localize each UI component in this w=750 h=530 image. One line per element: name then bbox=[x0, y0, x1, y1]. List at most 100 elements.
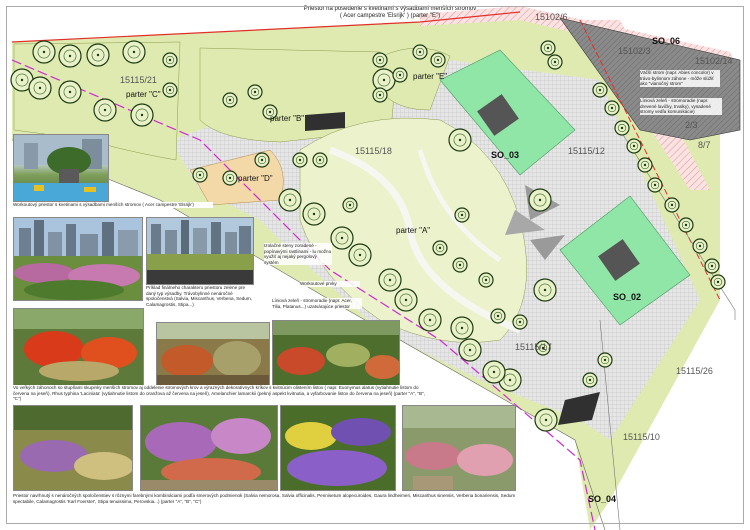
curb-line bbox=[11, 139, 606, 530]
tree-canopy-ring bbox=[91, 48, 105, 62]
tree-canopy-ring bbox=[543, 43, 553, 53]
tree-trunk-dot bbox=[553, 60, 557, 64]
tree-trunk-dot bbox=[298, 158, 302, 162]
tree-trunk-dot bbox=[168, 58, 172, 62]
photo-workout-space bbox=[13, 134, 109, 202]
tree-trunk-dot bbox=[546, 46, 550, 50]
tree-canopy-ring bbox=[640, 160, 650, 170]
tree-trunk-dot bbox=[496, 314, 500, 318]
tree-canopy-ring bbox=[493, 311, 503, 321]
tree-canopy-ring bbox=[667, 200, 677, 210]
tree-trunk-dot bbox=[20, 78, 24, 82]
header-note: Priestor na posedenie s kvetinami s výsa… bbox=[260, 6, 520, 20]
parcel-label: 15115/17 bbox=[515, 342, 552, 352]
tree-trunk-dot bbox=[228, 98, 232, 102]
tree-trunk-dot bbox=[710, 264, 714, 268]
tree-trunk-dot bbox=[318, 158, 322, 162]
so03-core bbox=[477, 94, 519, 136]
tree-canopy-ring bbox=[165, 85, 175, 95]
tree-trunk-dot bbox=[398, 73, 402, 77]
tree-canopy-ring bbox=[539, 413, 553, 427]
tree-trunk-dot bbox=[603, 358, 607, 362]
tree-trunk-dot bbox=[684, 223, 688, 227]
tree-canopy-ring bbox=[250, 87, 260, 97]
tree-trunk-dot bbox=[312, 212, 316, 216]
parter-d-label: parter "D" bbox=[238, 174, 273, 183]
tree-canopy-ring bbox=[600, 355, 610, 365]
tree-canopy-ring bbox=[463, 343, 477, 357]
tree-trunk-dot bbox=[538, 198, 542, 202]
tree-canopy-ring bbox=[335, 231, 349, 245]
tree-trunk-dot bbox=[96, 53, 100, 57]
tree-trunk-dot bbox=[418, 50, 422, 54]
tree-canopy-ring bbox=[503, 373, 517, 387]
caption-photo-3: Príklad finálneho charakteru priestoru z… bbox=[146, 285, 256, 308]
tree-canopy-ring bbox=[307, 207, 321, 221]
tree-trunk-dot bbox=[468, 348, 472, 352]
tree-canopy-ring bbox=[487, 365, 501, 379]
parter-c-label: parter "C" bbox=[126, 90, 161, 99]
tree-canopy-ring bbox=[423, 313, 437, 327]
shade-sail-2 bbox=[505, 210, 545, 235]
tree-canopy-ring bbox=[383, 273, 397, 287]
tree-trunk-dot bbox=[68, 54, 72, 58]
photo-purple-meadow bbox=[280, 405, 396, 491]
tree-canopy-ring bbox=[695, 241, 705, 251]
wall-element-b bbox=[305, 112, 345, 131]
tree-canopy-ring bbox=[63, 85, 77, 99]
tree-canopy-ring bbox=[455, 260, 465, 270]
tree-canopy-ring bbox=[533, 193, 547, 207]
tree-trunk-dot bbox=[42, 50, 46, 54]
tree-trunk-dot bbox=[428, 318, 432, 322]
tree-trunk-dot bbox=[598, 88, 602, 92]
tree-canopy-ring bbox=[265, 107, 275, 117]
boundary-magenta bbox=[11, 59, 596, 530]
note-row-bottom: Líniová zeleň - stromoradie (napr. Acer,… bbox=[272, 298, 362, 310]
tree-trunk-dot bbox=[632, 144, 636, 148]
tree-trunk-dot bbox=[438, 246, 442, 250]
caption-photo-1: Workoutový priestor s kvetinami s výsadb… bbox=[13, 202, 213, 208]
photo-purple-meadow-image bbox=[281, 406, 395, 490]
tree-trunk-dot bbox=[698, 244, 702, 248]
tree-trunk-dot bbox=[198, 173, 202, 177]
block-label-so06: SO_06 bbox=[652, 36, 681, 46]
tree-canopy-ring bbox=[135, 108, 149, 122]
tree-canopy-ring bbox=[550, 57, 560, 67]
tree-canopy-ring bbox=[457, 210, 467, 220]
tree-trunk-dot bbox=[378, 58, 382, 62]
tree-canopy-ring bbox=[481, 275, 491, 285]
tree-canopy-ring bbox=[538, 283, 552, 297]
tree-canopy-ring bbox=[15, 73, 29, 87]
header-line-1: Priestor na posedenie s kvetinami s výsa… bbox=[303, 6, 477, 12]
photo-garden-path-image bbox=[141, 406, 277, 490]
caption-mid-row: Vo veľkých záhonoch so stupňami skupinky… bbox=[13, 385, 433, 402]
photo-city-garden bbox=[13, 217, 143, 301]
tree-trunk-dot bbox=[588, 378, 592, 382]
tree-trunk-dot bbox=[643, 163, 647, 167]
photo-verbena-grasses bbox=[13, 405, 133, 491]
tree-trunk-dot bbox=[543, 288, 547, 292]
tree-trunk-dot bbox=[228, 176, 232, 180]
photo-skyline-meadow-image bbox=[147, 218, 253, 284]
tree-canopy-ring bbox=[681, 220, 691, 230]
tree-trunk-dot bbox=[458, 263, 462, 267]
photo-garden-path bbox=[140, 405, 278, 491]
wall-element-bottom bbox=[558, 392, 600, 425]
boundary-red bbox=[11, 11, 521, 43]
tree-canopy-ring bbox=[63, 49, 77, 63]
parter-b-label: parter "B" bbox=[270, 114, 305, 123]
tree-trunk-dot bbox=[132, 50, 136, 54]
photo-skyline-meadow bbox=[146, 217, 254, 285]
tree-canopy-ring bbox=[37, 45, 51, 59]
tree-canopy-ring bbox=[345, 200, 355, 210]
tree-canopy-ring bbox=[375, 55, 385, 65]
tree-trunk-dot bbox=[436, 58, 440, 62]
parcel-label: 15102/14 bbox=[695, 56, 733, 66]
footpath-branch bbox=[417, 149, 502, 263]
photo-workout-space-image bbox=[14, 135, 108, 201]
block-label-so03: SO_03 bbox=[491, 150, 520, 160]
tree-canopy-ring bbox=[127, 45, 141, 59]
note-workout: Workoutové prvky bbox=[300, 281, 360, 287]
photo-perennial-bed bbox=[272, 320, 400, 388]
